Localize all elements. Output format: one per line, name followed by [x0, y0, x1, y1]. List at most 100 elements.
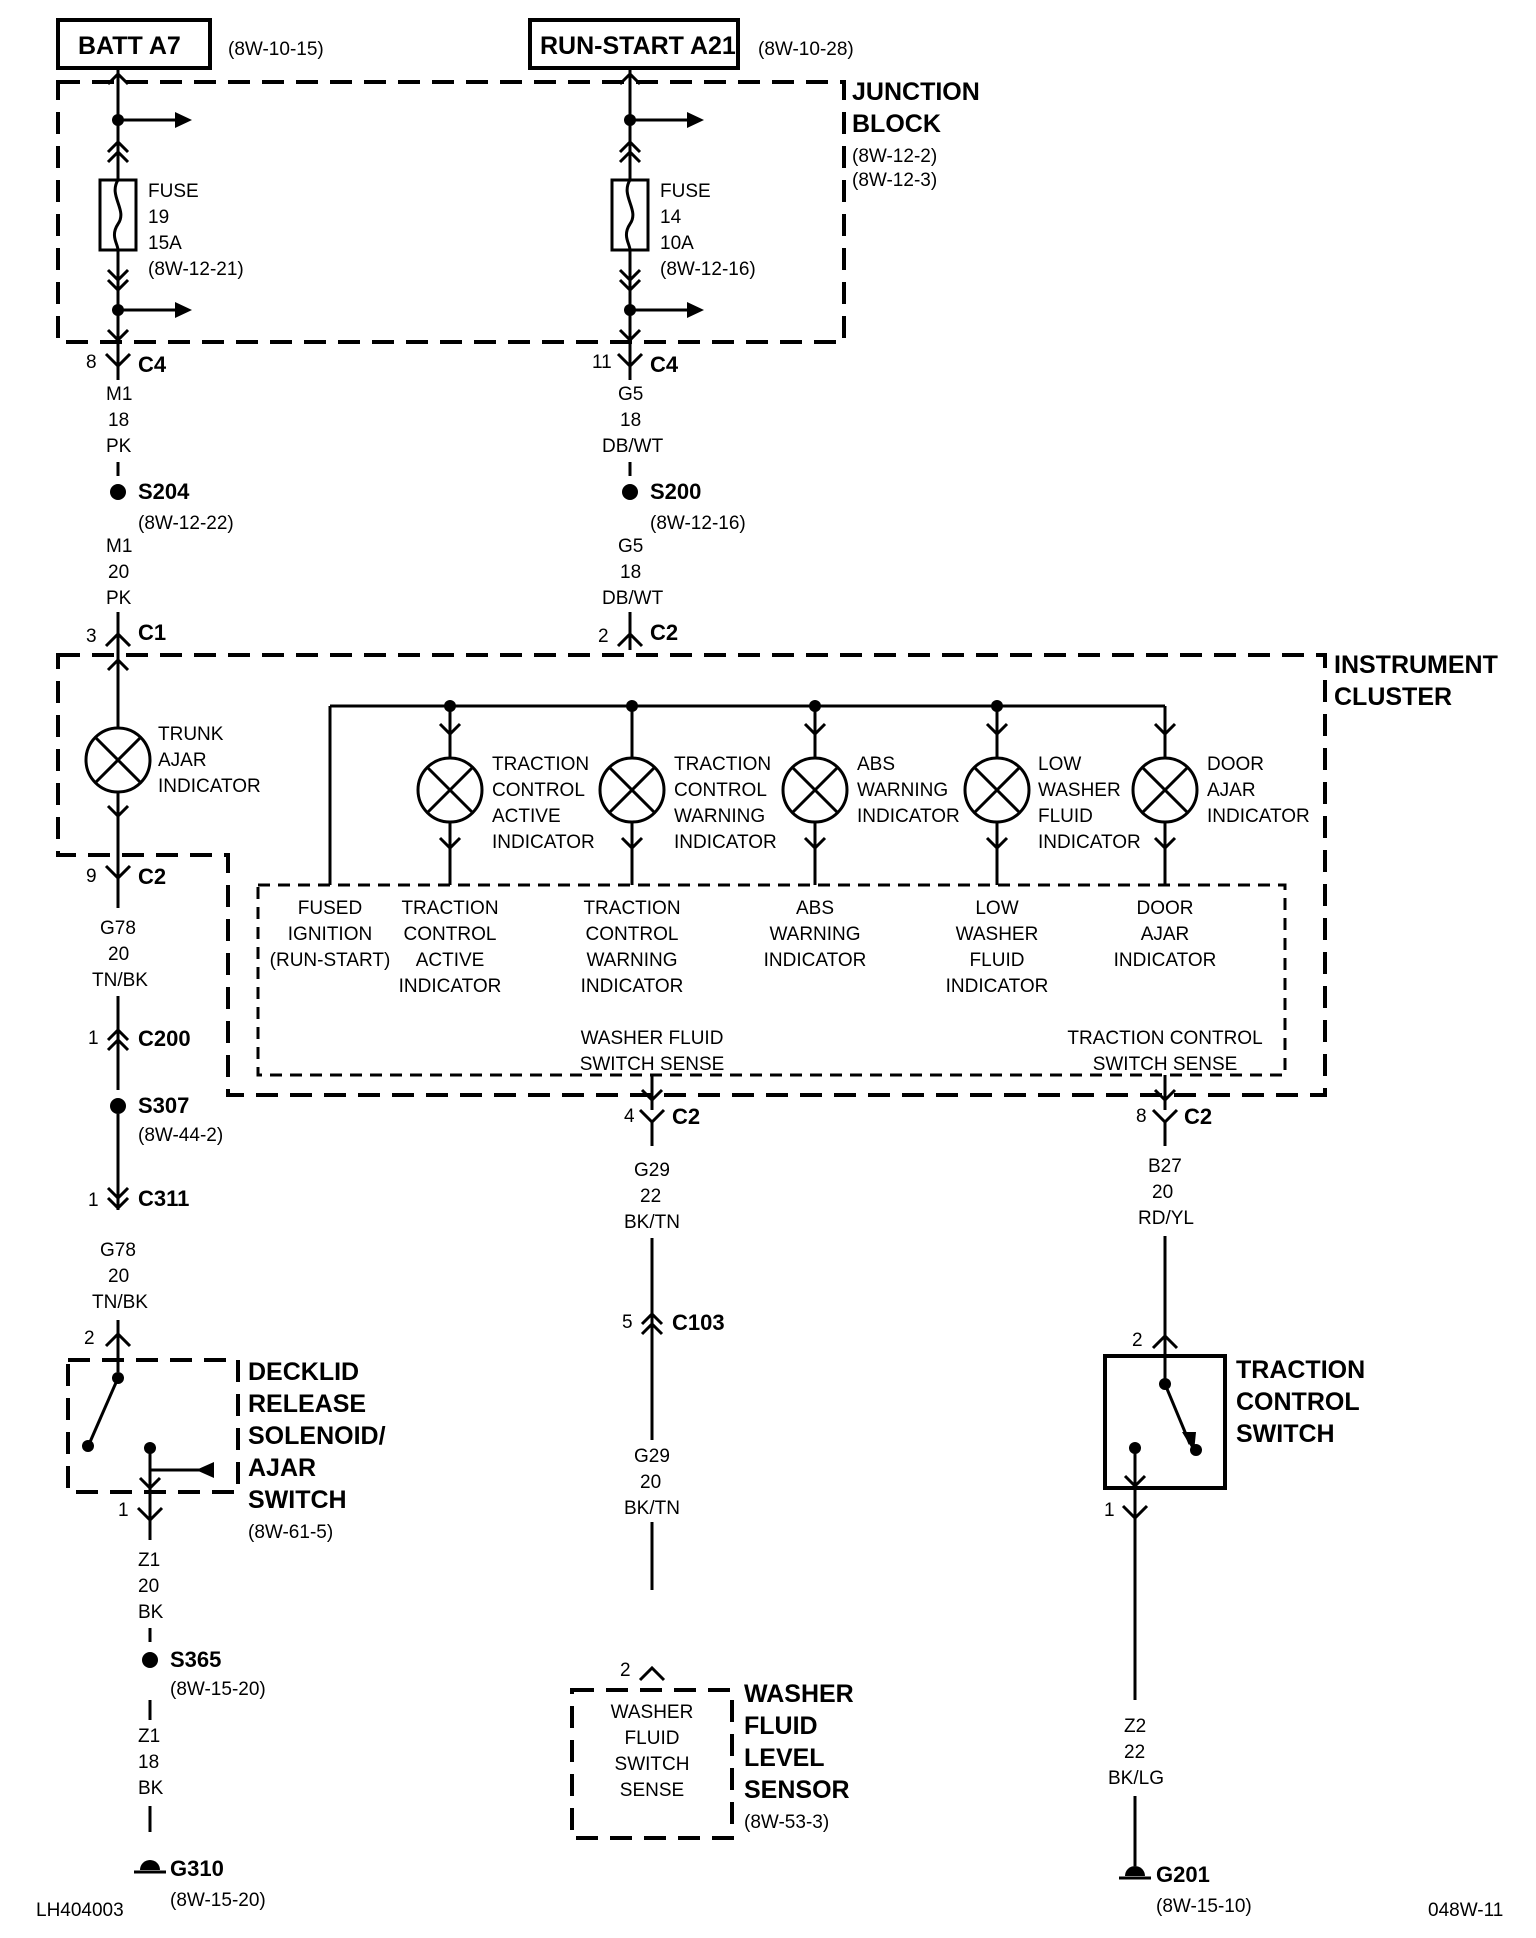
c2-right-pin: 8 — [1136, 1106, 1147, 1127]
lamp5-l3: INDICATOR — [1207, 806, 1310, 827]
g78-b-circuit: G78 — [100, 1240, 136, 1261]
mod4-l2: WARNING — [769, 924, 860, 945]
c103-name: C103 — [672, 1310, 725, 1335]
decklid-ref: (8W-61-5) — [248, 1522, 333, 1543]
fuse14-label: FUSE — [660, 181, 711, 202]
tc-top-pin: 2 — [1132, 1330, 1143, 1351]
g29-b-gauge: 20 — [640, 1472, 661, 1493]
junction-block-title-2: BLOCK — [852, 110, 941, 138]
mod1-l3: (RUN-START) — [270, 950, 391, 971]
tc-switch-l2: CONTROL — [1236, 1388, 1360, 1416]
junction-block-title-1: JUNCTION — [852, 78, 980, 106]
g29-b-color: BK/TN — [624, 1498, 680, 1519]
washer-l3: LEVEL — [744, 1744, 825, 1772]
lamp3-l1: ABS — [857, 754, 895, 775]
c2-mid-pin: 4 — [624, 1106, 635, 1127]
s204-name: S204 — [138, 479, 190, 504]
z2-circuit: Z2 — [1124, 1716, 1146, 1737]
mod3-l4: INDICATOR — [581, 976, 684, 997]
circuit-z1: Z1 20 BK S365 (8W-15-20) Z1 18 BK G310 (… — [134, 1520, 266, 1911]
z1-b-color: BK — [138, 1778, 164, 1799]
g29-b-circuit: G29 — [634, 1446, 670, 1467]
trunk-lamp-l3: INDICATOR — [158, 776, 261, 797]
z1-b-gauge: 18 — [138, 1752, 159, 1773]
decklid-bottom-pin: 1 — [118, 1500, 129, 1521]
b27-circuit: B27 — [1148, 1156, 1182, 1177]
footer-right-id: 048W-11 — [1428, 1900, 1503, 1921]
mod4-l3: INDICATOR — [764, 950, 867, 971]
m1-b-gauge: 20 — [108, 562, 129, 583]
c2-left-pin: 9 — [86, 866, 97, 887]
g78-b-color: TN/BK — [92, 1292, 148, 1313]
mod6-l1: DOOR — [1137, 898, 1194, 919]
c2-mid-name: C2 — [672, 1104, 700, 1129]
lamp-traction-active: TRACTION CONTROL ACTIVE INDICATOR — [416, 700, 595, 885]
g78-a-color: TN/BK — [92, 970, 148, 991]
g78-b-gauge: 20 — [108, 1266, 129, 1287]
m1-a-circuit: M1 — [106, 384, 132, 405]
fuse14-rating: 10A — [660, 233, 694, 254]
mod5-l1: LOW — [975, 898, 1018, 919]
lamp5-l2: AJAR — [1207, 780, 1256, 801]
mod1-l1: FUSED — [298, 898, 362, 919]
z1-a-circuit: Z1 — [138, 1550, 160, 1571]
m1-b-color: PK — [106, 588, 132, 609]
g5-a-gauge: 18 — [620, 410, 641, 431]
instrument-cluster: INSTRUMENT CLUSTER TRUNK AJAR INDICATOR … — [56, 650, 1498, 1110]
c4-right-name: C4 — [650, 352, 679, 377]
lamp1-l3: ACTIVE — [492, 806, 561, 827]
s204-ref: (8W-12-22) — [138, 513, 234, 534]
footer-left-id: LH404003 — [36, 1900, 124, 1921]
traction-control-switch: 1 TRACTION CONTROL SWITCH — [1103, 1354, 1365, 1521]
fuse19-label: FUSE — [148, 181, 199, 202]
instrument-cluster-title-1: INSTRUMENT — [1334, 651, 1498, 679]
z1-a-gauge: 20 — [138, 1576, 159, 1597]
mod6-l2: AJAR — [1141, 924, 1190, 945]
c311-pin: 1 — [88, 1190, 99, 1211]
washer-l2: FLUID — [744, 1712, 818, 1740]
tc-switch-l3: SWITCH — [1236, 1420, 1335, 1448]
c2-top-name: C2 — [650, 620, 678, 645]
mod3-l2: CONTROL — [586, 924, 679, 945]
decklid-l3: SOLENOID/ — [248, 1422, 386, 1450]
fuse14-number: 14 — [660, 207, 682, 228]
trunk-lamp-l1: TRUNK — [158, 724, 224, 745]
s307-ref: (8W-44-2) — [138, 1125, 223, 1146]
lamp4-l3: FLUID — [1038, 806, 1093, 827]
z2-gauge: 22 — [1124, 1742, 1145, 1763]
s200-ref: (8W-12-16) — [650, 513, 746, 534]
circuit-g29: 4 C2 G29 22 BK/TN 5 C103 G29 20 BK/TN 2 — [620, 1104, 725, 1682]
mod1-l2: IGNITION — [288, 924, 372, 945]
batt-source: BATT A7 (8W-10-15) — [56, 18, 324, 70]
z2-color: BK/LG — [1108, 1768, 1164, 1789]
c2-left-name: C2 — [138, 864, 166, 889]
tc-sense-l1: TRACTION CONTROL — [1067, 1028, 1262, 1049]
g5-b-gauge: 18 — [620, 562, 641, 583]
c2-right-name: C2 — [1184, 1104, 1212, 1129]
g29-a-circuit: G29 — [634, 1160, 670, 1181]
circuit-z2: Z2 22 BK/LG G201 (8W-15-10) — [1108, 1520, 1252, 1917]
c2-top-pin: 2 — [598, 626, 609, 647]
fuse19-number: 19 — [148, 207, 169, 228]
washer-inner-l1: WASHER — [611, 1702, 694, 1723]
mod3-l1: TRACTION — [583, 898, 680, 919]
run-start-label: RUN-START A21 — [540, 32, 736, 60]
lamp4-l1: LOW — [1038, 754, 1081, 775]
batt-ref: (8W-10-15) — [228, 39, 324, 60]
g5-b-circuit: G5 — [618, 536, 643, 557]
circuit-g78: 9 C2 G78 20 TN/BK 1 C200 S307 (8W-44-2) … — [84, 864, 223, 1355]
junction-block-ref-2: (8W-12-3) — [852, 170, 937, 191]
c4-left-pin: 8 — [86, 352, 97, 373]
lamp2-l1: TRACTION — [674, 754, 771, 775]
fuse19-rating: 15A — [148, 233, 182, 254]
tc-switch-l1: TRACTION — [1236, 1356, 1365, 1384]
mod2-l2: CONTROL — [404, 924, 497, 945]
c1-name: C1 — [138, 620, 166, 645]
z1-a-color: BK — [138, 1602, 164, 1623]
lamp-low-washer: LOW WASHER FLUID INDICATOR — [963, 700, 1141, 885]
m1-a-color: PK — [106, 436, 132, 457]
lamp-traction-warning: TRACTION CONTROL WARNING INDICATOR — [598, 700, 777, 885]
c1-pin: 3 — [86, 626, 97, 647]
junction-block-ref-1: (8W-12-2) — [852, 146, 937, 167]
decklid-top-pin: 2 — [84, 1328, 95, 1349]
